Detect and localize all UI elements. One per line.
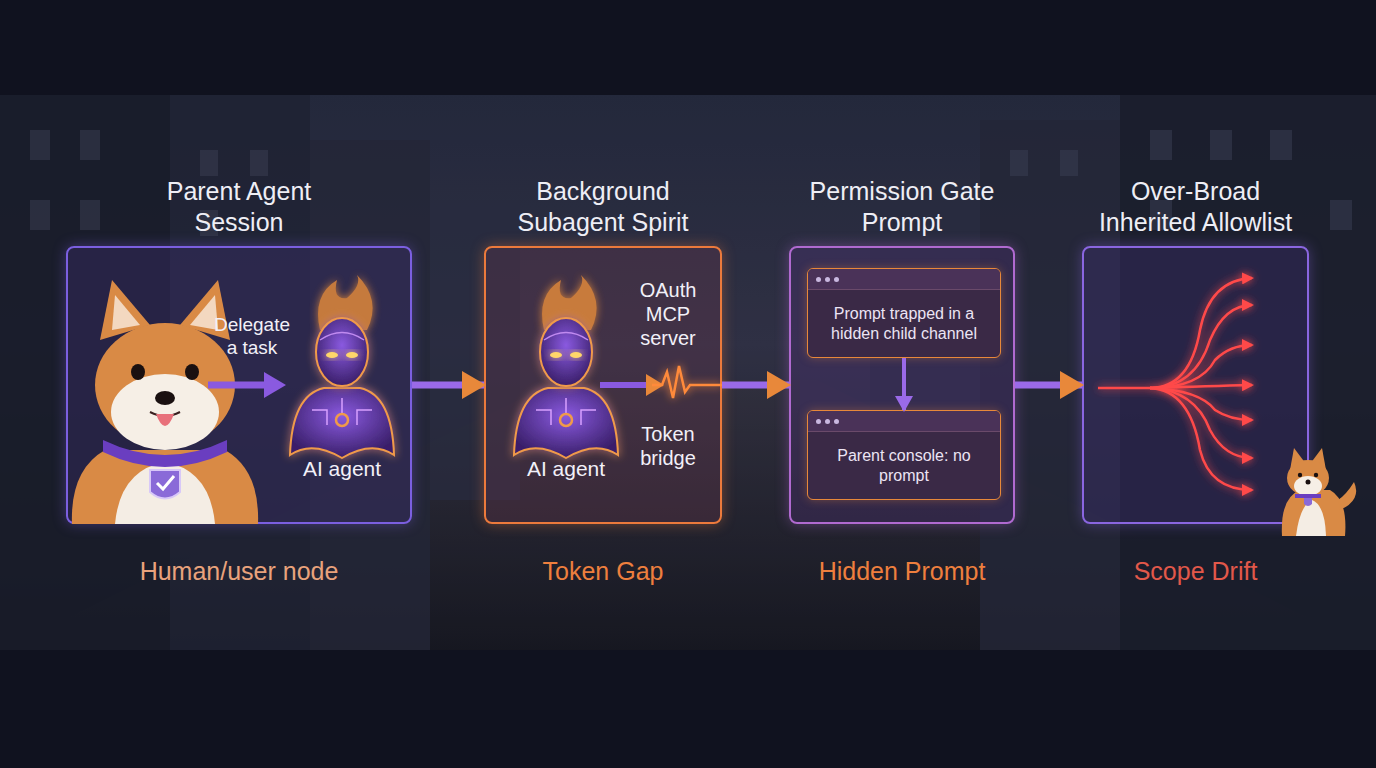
ai-agent-figure <box>290 275 394 458</box>
scope-drift-branches <box>1150 388 1252 458</box>
small-shiba <box>1296 500 1326 536</box>
scope-drift-branches <box>1098 387 1150 390</box>
stage-panel: Over-Broad Inherited AllowlistScope Drif… <box>1082 246 1309 524</box>
annotation-label: Token bridge <box>628 422 708 470</box>
scope-drift-branches <box>1150 385 1252 388</box>
delegate-arrow <box>264 372 286 398</box>
flow-arrow <box>1015 382 1082 389</box>
photo-band <box>0 95 1376 650</box>
prompt-window: Parent console: no prompt <box>807 410 1001 500</box>
prompt-window: Prompt trapped in a hidden child channel <box>807 268 1001 358</box>
token-bridge-pulse <box>652 366 722 398</box>
shiba-dog <box>156 414 174 426</box>
shiba-dog <box>190 295 218 330</box>
window-dot <box>834 419 839 424</box>
shiba-dog <box>103 440 227 467</box>
window-body: Parent console: no prompt <box>808 432 1000 499</box>
window-dot <box>816 277 821 282</box>
window-dot <box>816 419 821 424</box>
annotation-label: AI agent <box>527 456 605 481</box>
scope-drift-branches <box>1150 345 1252 388</box>
small-shiba <box>1298 473 1302 477</box>
panel-caption: Scope Drift <box>1134 556 1258 586</box>
flow-arrow <box>902 358 906 410</box>
photo-band <box>0 95 1376 650</box>
flow-arrow <box>722 382 789 389</box>
small-shiba <box>1282 448 1356 536</box>
scope-drift-branches <box>1150 278 1252 388</box>
shiba-dog <box>131 364 145 380</box>
prompt-text: Parent console: no prompt <box>818 446 990 486</box>
scope-drift-branches <box>1098 278 1252 490</box>
panel-heading: Background Subagent Spirit <box>498 176 708 238</box>
small-shiba <box>1306 480 1311 485</box>
prompt-text: Prompt trapped in a hidden child channel <box>818 304 990 344</box>
window-titlebar <box>808 269 1000 290</box>
window-dot <box>825 277 830 282</box>
delegate-arrow <box>208 372 286 398</box>
shiba-dog <box>112 295 140 330</box>
small-shiba <box>1304 498 1312 506</box>
shiba-dog <box>115 462 215 524</box>
panel-heading: Permission Gate Prompt <box>797 176 1007 238</box>
scope-drift-branches <box>1150 388 1252 490</box>
photo-band <box>0 95 1376 650</box>
scope-drift-branches <box>1150 305 1252 388</box>
small-shiba <box>1287 460 1329 496</box>
small-shiba <box>1295 494 1321 498</box>
small-shiba <box>1282 490 1346 536</box>
small-shiba <box>1314 473 1318 477</box>
shiba-dog <box>155 391 175 405</box>
panel-caption: Human/user node <box>140 556 339 586</box>
small-shiba <box>1338 482 1356 510</box>
panel-caption: Hidden Prompt <box>819 556 986 586</box>
shiba-dog <box>157 476 174 489</box>
shiba-dog <box>111 374 219 450</box>
token-bridge-pulse <box>600 366 722 398</box>
scope-drift-branches <box>1150 388 1252 420</box>
shiba-dog <box>185 364 199 380</box>
window-body: Prompt trapped in a hidden child channel <box>808 290 1000 357</box>
annotation-label: OAuth MCP server <box>628 278 708 350</box>
panel-caption: Token Gap <box>543 556 664 586</box>
shiba-dog <box>150 470 180 499</box>
panel-heading: Over-Broad Inherited Allowlist <box>1081 176 1311 238</box>
token-bridge-pulse <box>600 382 650 388</box>
flow-arrow <box>412 382 484 389</box>
annotation-label: AI agent <box>303 456 381 481</box>
window-titlebar <box>808 411 1000 432</box>
small-shiba <box>1294 476 1322 496</box>
ai-agent-figure <box>514 275 618 458</box>
panel-heading: Parent Agent Session <box>139 176 339 238</box>
window-dot <box>834 277 839 282</box>
delegate-arrow <box>208 382 268 389</box>
annotation-label: Delegate a task <box>208 313 296 359</box>
window-dot <box>825 419 830 424</box>
